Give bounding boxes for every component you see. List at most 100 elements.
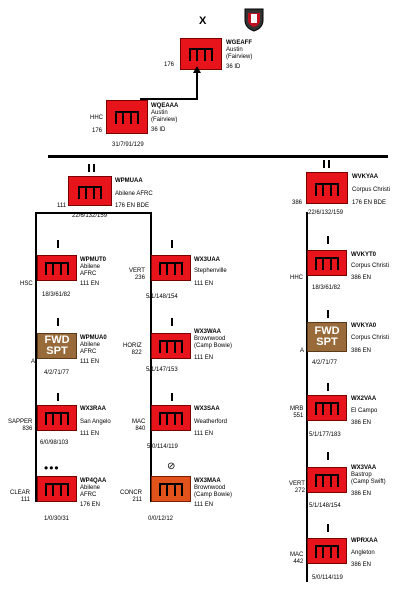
engineer-symbol-icon [45,412,69,425]
unit-value-wpmuaa: 111 [57,203,67,209]
echelon-battalion-mark [88,164,95,172]
unit-side-label-wqeaaa: HHC [90,115,103,121]
unit-number-wx3saa: 111 EN [194,431,214,437]
unit-stats-wx3maa: 0/0/12/12 [148,516,174,522]
unit-division-wgeaff: 36 ID [226,64,241,70]
unit-code-wvkya0: WVKYA0 [351,323,377,329]
unit-stats-wvkyaa: 22/6/132/159 [308,210,344,216]
engineer-symbol-icon [78,186,102,199]
arrow-up-icon [193,66,201,73]
unit-location-wx3saa: Weatherford [194,419,227,425]
unit-code-wprxaa: WPRXAA [351,538,378,544]
echelon-company-mark [327,452,329,460]
unit-side-label-wx3vaa: VERT 272 [289,481,305,494]
unit-side-label-wx3uaa: VERT 236 [129,268,145,281]
echelon-company-mark [57,318,59,326]
unit-number-wx3waa: 111 EN [194,355,214,361]
unit-stats-wpmua0: 4/2/71/77 [44,370,70,376]
unit-box-wp4qaa[interactable] [37,476,77,502]
engineer-symbol-icon [159,340,183,353]
echelon-battalion-mark [323,160,330,168]
unit-number-wvkyt0: 386 EN [351,275,372,281]
engineer-symbol-icon [159,483,183,496]
unit-box-wx3maa[interactable] [151,476,191,502]
engineer-symbol-icon [315,183,339,196]
unit-code-wx3raa: WX3RAA [80,406,107,412]
unit-number-wpmut0: 111 EN [80,281,100,287]
unit-box-wpmuaa[interactable] [68,176,112,206]
engineer-symbol-icon [189,48,213,61]
unit-box-wpmut0[interactable] [37,255,77,281]
unit-stats-wx3vaa: 5/1/148/154 [309,503,341,509]
echelon-company-mark [57,240,59,248]
engineer-symbol-icon [115,111,139,124]
unit-stats-wvkya0: 4/2/71/77 [312,360,338,366]
unit-box-wvkyt0[interactable] [307,250,347,276]
unit-stats-wp4qaa: 1/0/30/31 [44,516,70,522]
unit-box-wx3saa[interactable] [151,405,191,431]
connector-line [196,72,198,100]
unit-box-wgeaff[interactable] [180,38,222,70]
unit-box-wprxaa[interactable] [307,538,347,564]
no-entry-icon: ⊘ [167,461,176,472]
unit-number-wx2vaa: 386 EN [351,420,372,426]
engineer-symbol-icon [159,262,183,275]
unit-box-wx3vaa[interactable] [307,467,347,493]
echelon-company-mark [327,310,329,318]
echelon-company-mark [171,393,173,401]
texas-shield-icon [244,8,264,32]
unit-number-wx3vaa: 386 EN [351,491,372,497]
unit-box-wx3raa[interactable] [37,405,77,431]
unit-stats-wx3saa: 5/0/114/119 [147,444,178,450]
unit-location-wvkyaa: Corpus Christi [352,187,391,193]
unit-side-label-wpmut0: HSC [20,281,33,287]
unit-code-wpmuaa: WPMUAA [115,178,143,184]
unit-side-label-wx3raa: SAPPER 836 [8,419,33,432]
engineer-symbol-icon [315,402,339,415]
unit-number-wpmua0: 111 EN [80,359,100,365]
echelon-company-mark [327,383,329,391]
unit-box-wx3waa[interactable] [151,333,191,359]
unit-side-label-wpmua0: A [31,359,36,365]
unit-stats-wx3waa: 5/1/147/153 [146,367,178,373]
unit-box-wx3uaa[interactable] [151,255,191,281]
echelon-section-dots: ••• [44,461,60,475]
unit-location-wpmuaa: Abilene AFRC [115,191,153,197]
engineer-symbol-icon [45,483,69,496]
unit-location-wprxaa: Angleton [351,550,375,556]
unit-box-wx2vaa[interactable] [307,395,347,421]
unit-location-wx2vaa: El Campo [351,408,378,414]
unit-side-label-wx3maa: CONCR 211 [120,490,142,503]
unit-side-label-wx2vaa: MRB 551 [290,406,304,419]
unit-stats-wx2vaa: 5/1/177/183 [309,432,341,438]
unit-stats-wx3raa: 6/0/98/103 [40,440,69,446]
unit-side-label-wvkya0: A [300,348,305,354]
unit-box-wqeaaa[interactable] [106,100,148,134]
unit-code-wvkyaa: WVKYAA [352,174,379,180]
unit-stats-wqeaaa: 31/7/91/129 [112,142,144,148]
engineer-symbol-icon [45,262,69,275]
unit-stats-wpmuaa: 22/6/132/159 [72,213,108,219]
echelon-company-mark [327,236,329,244]
unit-number-wx3maa: 111 EN [194,502,214,508]
unit-location-wx3uaa: Stephenville [194,268,227,274]
connector-line [140,98,198,100]
unit-code-wvkyt0: WVKYT0 [351,252,377,258]
unit-location-wvkya0: Corpus Christi [351,335,390,341]
unit-stats-wprxaa: 5/0/114/119 [312,575,343,581]
unit-stats-wpmut0: 18/3/61/82 [42,292,71,298]
x-echelon-mark: X [199,15,207,27]
engineer-symbol-icon [159,412,183,425]
unit-number-wx3uaa: 111 EN [194,281,214,287]
unit-name-wpmuaa: 176 EN BDE [115,203,150,209]
hierarchy-divider [48,155,388,158]
unit-value-wvkyaa: 386 [292,200,303,206]
echelon-company-mark [327,524,329,532]
unit-box-wvkyaa[interactable] [306,172,348,204]
unit-side-label-wp4qaa: CLEAR 111 [10,490,31,503]
